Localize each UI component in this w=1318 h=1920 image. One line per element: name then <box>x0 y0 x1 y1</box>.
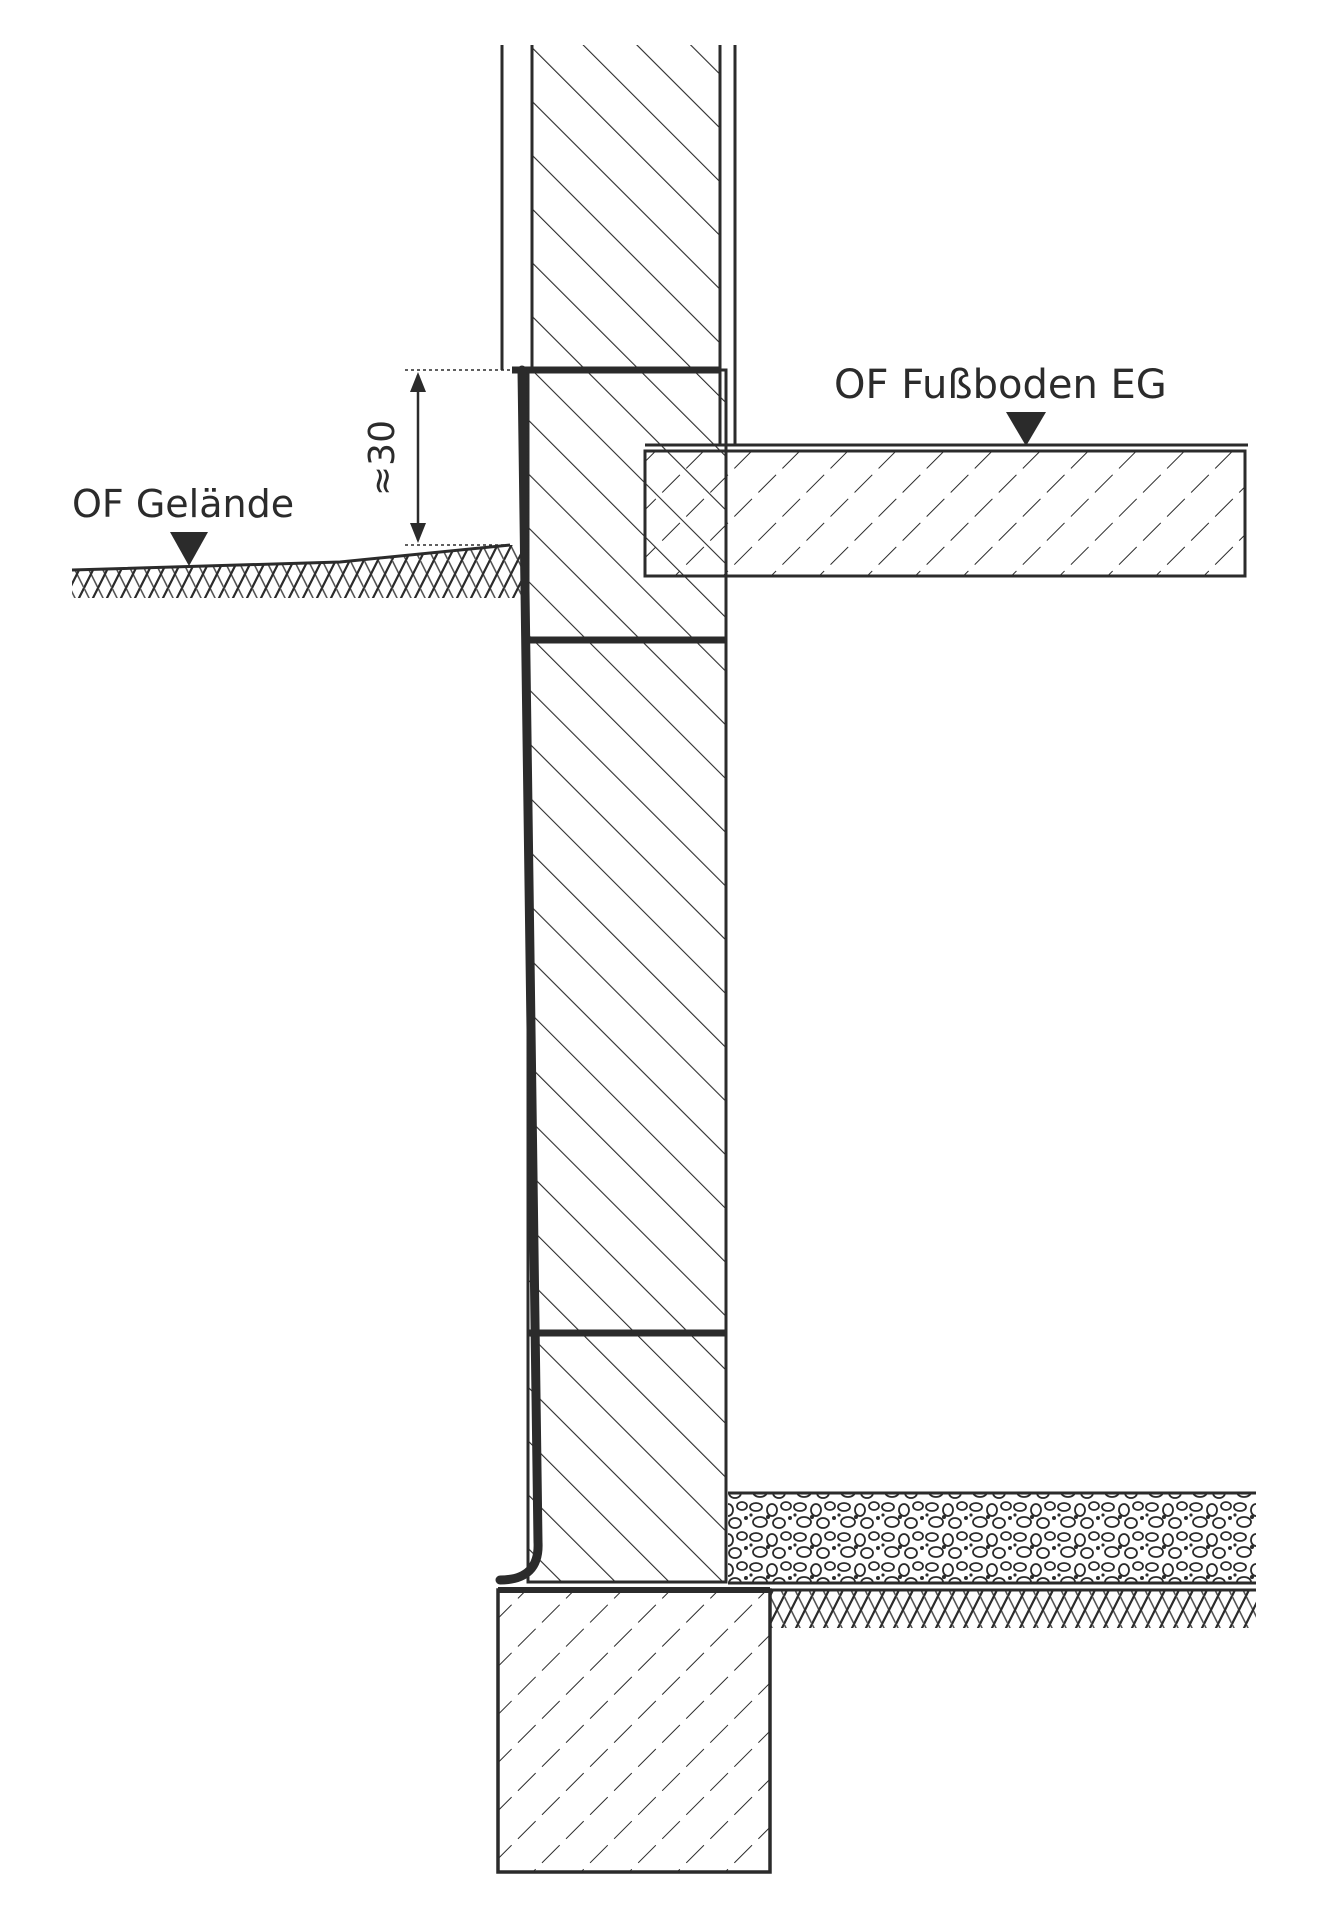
ground-level-label: OF Gelände <box>72 482 294 526</box>
floor-slab <box>643 443 1248 578</box>
floor-level-marker <box>1006 412 1046 446</box>
floor-level-label: OF Fußboden EG <box>834 362 1167 408</box>
height-dimension <box>405 369 512 546</box>
ground-level-marker <box>170 532 208 566</box>
waterproofing-layer <box>495 365 543 1585</box>
height-dimension-label: ≈30 <box>362 420 403 496</box>
foundation <box>496 1587 772 1874</box>
upper-wall <box>500 45 737 445</box>
exterior-ground <box>71 543 522 598</box>
gravel-bed <box>728 1491 1256 1628</box>
